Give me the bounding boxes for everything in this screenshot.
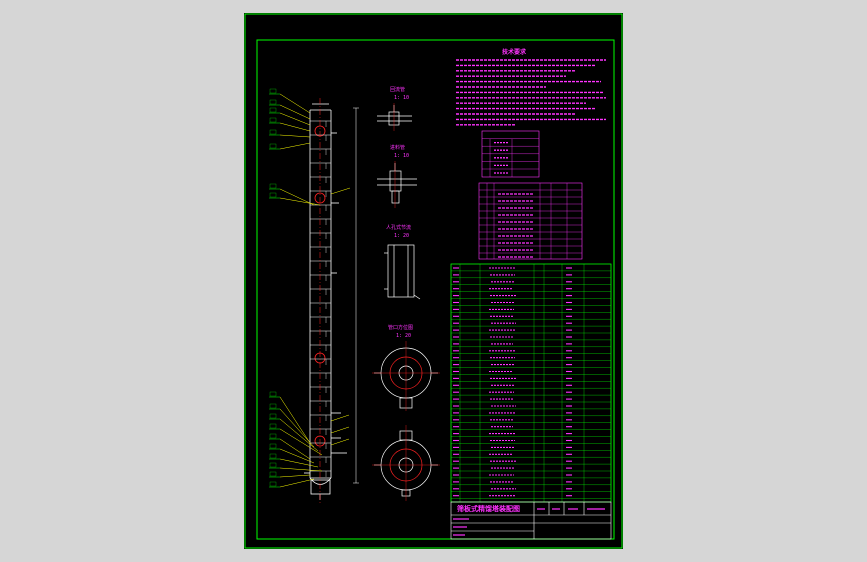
part-balloon bbox=[269, 88, 311, 114]
part-balloon bbox=[269, 117, 311, 132]
nozzle-table bbox=[478, 182, 583, 260]
view3-title: 人孔式节流 bbox=[386, 224, 411, 231]
leader-line bbox=[330, 414, 350, 422]
part-balloon bbox=[269, 107, 311, 126]
part-balloon bbox=[269, 443, 315, 464]
part-balloon bbox=[269, 129, 311, 138]
part-balloon bbox=[269, 192, 321, 206]
view1-scale: 1: 10 bbox=[394, 95, 409, 101]
title-block bbox=[450, 501, 612, 540]
nozzle-orientation-views: 管口方位图 1: 20 bbox=[372, 324, 440, 501]
part-balloon bbox=[269, 183, 315, 206]
design-parameters-table bbox=[481, 130, 540, 178]
tower-trays bbox=[310, 120, 331, 477]
part-balloon bbox=[269, 403, 315, 448]
tech-requirements-text bbox=[456, 59, 606, 126]
bill-of-materials bbox=[450, 263, 612, 503]
drawing-title: 筛板式精馏塔装配图 bbox=[457, 504, 520, 513]
leader-line bbox=[330, 187, 351, 195]
height-dimension bbox=[353, 107, 359, 484]
view2-scale: 1: 10 bbox=[394, 153, 409, 159]
view1-title: 回流管 bbox=[390, 86, 405, 93]
manhole-detail: 人孔式节流 1: 20 bbox=[384, 224, 421, 300]
inner-frame bbox=[256, 39, 615, 540]
part-balloon bbox=[269, 142, 311, 150]
part-balloon bbox=[269, 453, 319, 468]
cad-drawing-sheet: 回流管 1: 10 进料管 1: 10 人孔式节流 1: 20 bbox=[244, 13, 623, 549]
part-balloon bbox=[269, 433, 311, 460]
outer-frame bbox=[244, 13, 623, 549]
view4-scale: 1: 20 bbox=[396, 333, 411, 339]
view4-title: 管口方位图 bbox=[388, 324, 413, 331]
part-balloon bbox=[269, 462, 323, 472]
leader-line bbox=[330, 426, 350, 434]
feed-pipe-detail: 进料管 1: 10 bbox=[377, 144, 417, 208]
tech-requirements-title: 技术要求 bbox=[502, 48, 527, 56]
cad-drawing: 回流管 1: 10 进料管 1: 10 人孔式节流 1: 20 bbox=[244, 13, 623, 549]
reflux-pipe-detail: 回流管 1: 10 bbox=[377, 86, 412, 131]
tower-elevation bbox=[304, 103, 347, 500]
part-balloon bbox=[269, 471, 311, 478]
part-balloons bbox=[269, 88, 351, 488]
part-balloon bbox=[269, 478, 315, 488]
part-balloon bbox=[269, 423, 323, 456]
view3-scale: 1: 20 bbox=[394, 233, 409, 239]
part-balloon bbox=[269, 391, 311, 444]
part-balloon bbox=[269, 413, 319, 452]
view2-title: 进料管 bbox=[390, 144, 405, 151]
leader-line bbox=[330, 438, 350, 446]
part-balloon bbox=[269, 99, 311, 120]
